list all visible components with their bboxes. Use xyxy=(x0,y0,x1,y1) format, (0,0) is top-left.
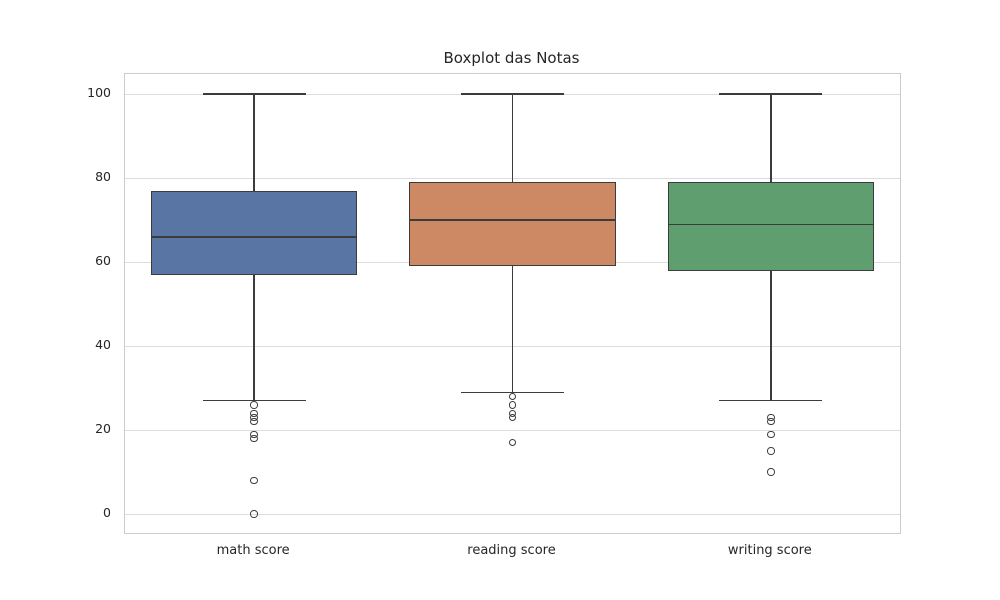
outlier-point xyxy=(250,510,258,518)
y-tick-label: 0 xyxy=(103,505,111,521)
y-tick-label: 40 xyxy=(95,337,111,353)
gridline xyxy=(125,430,900,432)
median-line xyxy=(667,223,875,226)
x-category-label: reading score xyxy=(467,543,556,558)
lower-whisker-line xyxy=(511,266,514,393)
lower-whisker-cap xyxy=(719,400,823,402)
upper-whisker-cap xyxy=(202,93,306,95)
outlier-point xyxy=(767,430,775,439)
lower-whisker-cap xyxy=(202,400,306,402)
lower-whisker-line xyxy=(770,270,772,401)
outlier-point xyxy=(250,401,258,409)
median-line xyxy=(150,236,358,238)
x-category-label: writing score xyxy=(727,543,812,558)
y-tick-label: 80 xyxy=(95,169,111,185)
gridline xyxy=(125,514,900,516)
outlier-point xyxy=(767,447,775,455)
upper-whisker-cap xyxy=(719,93,823,95)
lower-whisker-line xyxy=(253,274,255,401)
y-tick-label: 60 xyxy=(95,253,111,269)
upper-whisker-line xyxy=(770,94,772,183)
box-reading-score xyxy=(409,182,616,267)
outlier-point xyxy=(250,476,258,485)
upper-whisker-line xyxy=(253,94,255,191)
outlier-point xyxy=(508,401,517,409)
outlier-point xyxy=(508,413,517,422)
upper-whisker-cap xyxy=(460,93,565,95)
box-writing-score xyxy=(667,182,875,271)
outlier-point xyxy=(767,417,775,426)
outlier-point xyxy=(508,392,517,401)
plot-area xyxy=(124,73,901,534)
outlier-point xyxy=(508,438,517,447)
x-category-label: math score xyxy=(216,543,290,558)
y-tick-label: 100 xyxy=(87,85,111,101)
box-math-score xyxy=(150,190,358,275)
outlier-point xyxy=(250,417,258,426)
y-tick-label: 20 xyxy=(95,421,111,437)
outlier-point xyxy=(250,434,258,443)
chart-title: Boxplot das Notas xyxy=(443,49,580,67)
outlier-point xyxy=(767,468,775,476)
lower-whisker-cap xyxy=(460,391,565,393)
median-line xyxy=(409,219,616,221)
upper-whisker-line xyxy=(511,94,514,183)
